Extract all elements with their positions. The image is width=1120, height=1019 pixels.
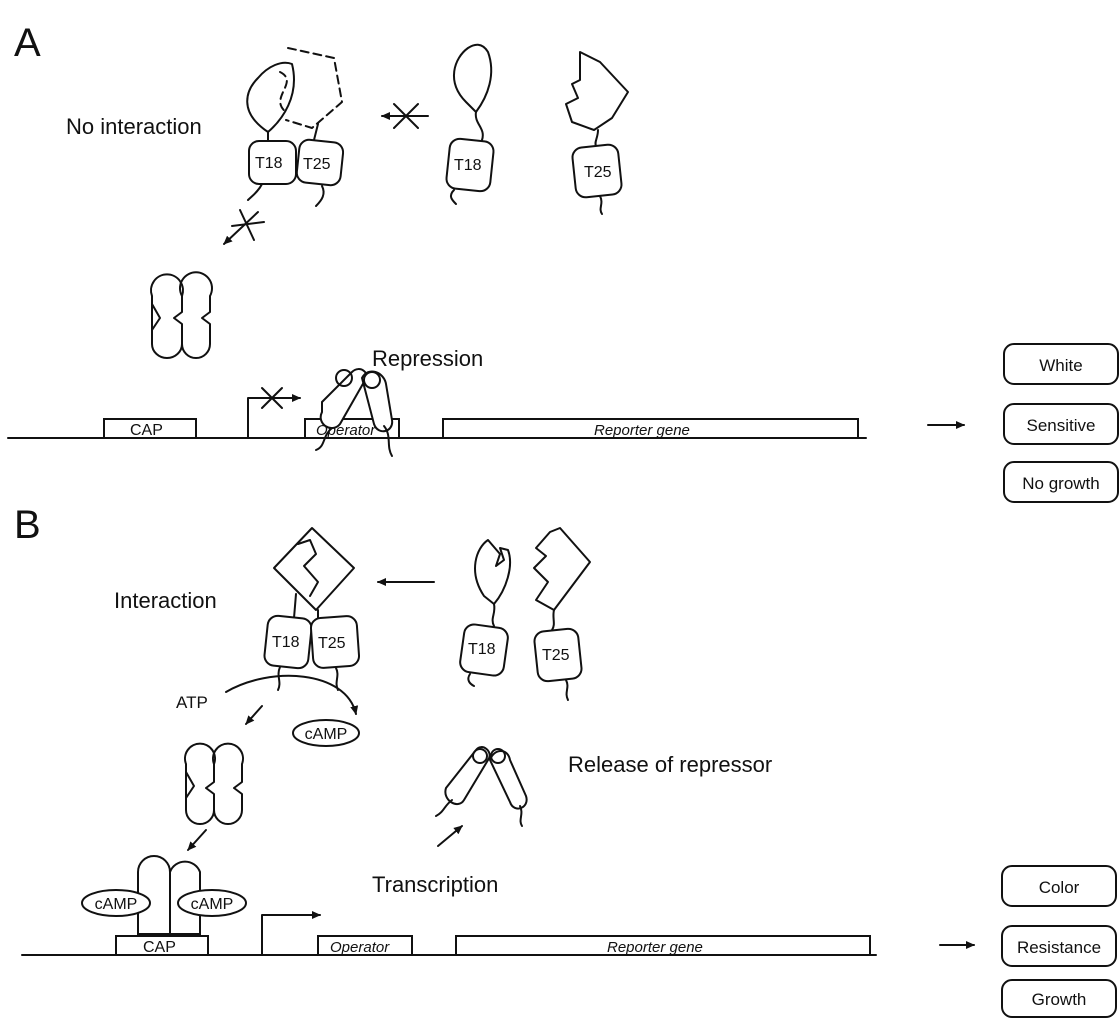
cap-site-b: CAP (143, 939, 176, 956)
camp-free-label: cAMP (305, 726, 348, 743)
t18-hybrid-b: T18 (459, 539, 512, 687)
domain-t25-single-b: T25 (542, 647, 570, 664)
dna-a: CAP Operator Reporter gene (7, 387, 867, 439)
phenotype-resistance: Resistance (1017, 938, 1101, 957)
non-interacting-complex: T18 T25 (246, 47, 345, 207)
domain-t18-single-a: T18 (454, 157, 482, 174)
blocked-camp-arrow (223, 209, 265, 245)
cap-site-a: CAP (130, 422, 163, 439)
no-interaction-label: No interaction (66, 114, 202, 139)
t25-hybrid-a: T25 (565, 51, 629, 215)
panel-a: A No interaction T18 T25 T18 (7, 21, 1119, 503)
domain-t18-single-b: T18 (468, 641, 496, 658)
phenotype-white: White (1039, 356, 1082, 375)
interacting-complex: T18 T25 (263, 527, 361, 691)
repression-label: Repression (372, 346, 483, 371)
panel-b: B Interaction T18 T25 T18 (14, 503, 1117, 1018)
transcription-start-arrow (261, 911, 321, 956)
release-arrow (437, 825, 463, 847)
blocked-association-arrow (381, 103, 429, 129)
operator-b: Operator (330, 939, 390, 956)
cap-camp-complex: cAMP cAMP (81, 855, 247, 935)
domain-t25-complex-a: T25 (303, 156, 331, 173)
phenotype-box-color: Color (1001, 865, 1117, 907)
phenotype-no-growth: No growth (1022, 474, 1099, 493)
atp-label: ATP (176, 693, 208, 712)
camp-free: cAMP (292, 719, 360, 747)
phenotype-box-growth: Growth (1001, 979, 1117, 1018)
phenotype-growth: Growth (1032, 990, 1087, 1009)
panel-b-letter: B (14, 503, 41, 547)
activation-arrow (245, 705, 263, 725)
reporter-gene-a: Reporter gene (594, 422, 690, 439)
transcription-label: Transcription (372, 872, 498, 897)
camp-bound-right: cAMP (191, 896, 234, 913)
phenotype-box-no-growth: No growth (1003, 461, 1119, 503)
camp-bound-left: cAMP (95, 896, 138, 913)
domain-t25-complex-b: T25 (318, 635, 346, 652)
interaction-label: Interaction (114, 588, 217, 613)
cap-binding-arrow (187, 829, 207, 851)
panel-a-letter: A (14, 21, 41, 65)
t18-hybrid-a: T18 (445, 43, 495, 205)
domain-t18-complex-b: T18 (272, 634, 300, 651)
phenotype-sensitive: Sensitive (1027, 416, 1096, 435)
phenotype-box-sensitive: Sensitive (1003, 403, 1119, 445)
phenotype-color: Color (1039, 878, 1080, 897)
atp-to-camp-arrow (225, 674, 359, 715)
dna-b: CAP Operator Reporter gene (21, 911, 877, 956)
bound-repressor (315, 368, 394, 457)
t25-hybrid-b: T25 (533, 527, 591, 701)
domain-t18-complex-a: T18 (255, 155, 283, 172)
release-label: Release of repressor (568, 752, 772, 777)
cap-dimer-b (184, 742, 244, 825)
phenotype-box-resistance: Resistance (1001, 925, 1117, 967)
phenotype-box-white: White (1003, 343, 1119, 385)
cap-dimer-a (150, 271, 213, 359)
domain-t25-single-a: T25 (584, 164, 612, 181)
reporter-gene-b: Reporter gene (607, 939, 703, 956)
released-repressor (435, 746, 528, 827)
